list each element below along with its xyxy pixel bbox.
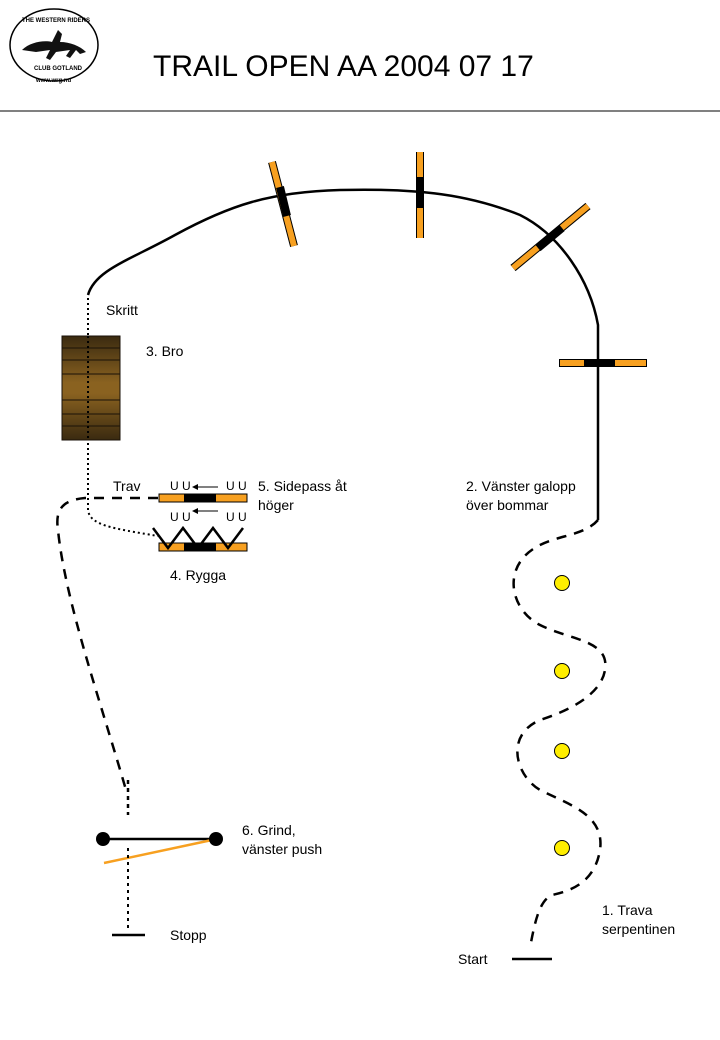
sidepass-mark-bottom-left: U U <box>170 510 191 524</box>
pole-1 <box>268 160 298 248</box>
label-trava-1: 1. Trava <box>602 902 653 918</box>
cone-1 <box>554 575 570 591</box>
logo-url: www.wrg.nu <box>35 78 71 84</box>
label-stopp: Stopp <box>170 927 207 943</box>
label-galopp-1: 2. Vänster galopp <box>466 478 576 494</box>
bridge <box>61 335 121 441</box>
label-skritt: Skritt <box>106 302 138 318</box>
label-bro: 3. Bro <box>146 343 184 359</box>
label-sidepass-2: höger <box>258 497 294 513</box>
label-sidepass-1: 5. Sidepass åt <box>258 478 347 494</box>
sidepass-pole <box>158 493 248 503</box>
sidepass-mark-top-right: U U <box>226 479 247 493</box>
logo-text-top: THE WESTERN RIDERS <box>22 18 90 24</box>
serpentine-path <box>512 519 607 949</box>
sidepass-arrow-top <box>192 484 218 490</box>
sidepass-arrow-bottom <box>192 508 218 514</box>
logo-text-bottom: CLUB GOTLAND <box>34 66 83 72</box>
club-logo: THE WESTERN RIDERS CLUB GOTLAND www.wrg.… <box>9 8 99 84</box>
label-start: Start <box>458 951 488 967</box>
galopp-path <box>86 188 600 520</box>
rygga-pole <box>152 525 248 552</box>
label-grind-1: 6. Grind, <box>242 822 296 838</box>
page-title: TRAIL OPEN AA 2004 07 17 <box>153 50 534 83</box>
horse-rider-icon <box>22 30 86 60</box>
label-rygga: 4. Rygga <box>170 567 226 583</box>
label-galopp-2: över bommar <box>466 497 549 513</box>
sidepass-mark-bottom-right: U U <box>226 510 247 524</box>
gate-post-right <box>209 832 223 846</box>
label-grind-2: vänster push <box>242 841 322 857</box>
pole-3 <box>510 202 591 272</box>
gate-post-left <box>96 832 110 846</box>
gate <box>96 832 223 865</box>
cone-4 <box>554 840 570 856</box>
cone-3 <box>554 743 570 759</box>
label-trav: Trav <box>113 478 140 494</box>
trav-path <box>56 496 158 791</box>
label-trava-2: serpentinen <box>602 921 675 937</box>
cone-2 <box>554 663 570 679</box>
sidepass-mark-top-left: U U <box>170 479 191 493</box>
